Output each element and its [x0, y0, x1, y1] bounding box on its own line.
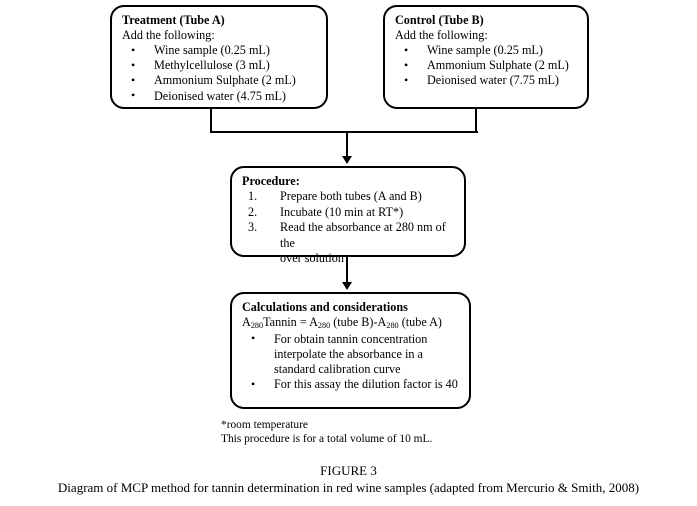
- connector-junction-bar: [210, 131, 478, 134]
- process-box-control: Control (Tube B) Add the following: Wine…: [383, 5, 589, 109]
- list-item: Wine sample (0.25 mL): [395, 42, 579, 58]
- procedure-box-title: Procedure:: [242, 174, 300, 188]
- procedure-step-list: 1. Prepare both tubes (A and B) 2. Incub…: [242, 189, 456, 251]
- step-number: 1.: [248, 189, 258, 203]
- step-number: 3.: [248, 220, 258, 235]
- process-box-treatment: Treatment (Tube A) Add the following: Wi…: [110, 5, 328, 109]
- tannin-formula: A280Tannin = A280 (tube B)-A280 (tube A): [242, 315, 461, 332]
- list-item: Ammonium Sulphate (2 mL): [122, 73, 318, 88]
- treatment-box-title: Treatment (Tube A): [122, 13, 225, 27]
- formula-term2-symbol: A: [377, 315, 387, 329]
- formula-lead-word: Tannin: [263, 315, 297, 329]
- formula-term2-label: (tube A): [398, 315, 442, 329]
- formula-term1-symbol: A: [309, 315, 318, 329]
- formula-term1-label: (tube B): [330, 315, 374, 329]
- connector-stub-treatment: [210, 108, 213, 133]
- step-text: Read the absorbance at 280 nm of the: [280, 220, 446, 250]
- list-item: Ammonium Sulphate (2 mL): [395, 58, 579, 73]
- process-box-calculations: Calculations and considerations A280Tann…: [230, 292, 471, 409]
- calculations-notes-list: For obtain tannin concentration interpol…: [242, 331, 461, 393]
- footnote-total-volume: This procedure is for a total volume of …: [221, 433, 433, 446]
- footnote-room-temperature: *room temperature: [221, 419, 308, 431]
- arrow-to-procedure-shaft: [346, 131, 349, 158]
- list-item: Wine sample (0.25 mL): [122, 42, 318, 58]
- formula-term2-subscript: 280: [386, 321, 399, 331]
- formula-lead-subscript: 280: [250, 321, 264, 331]
- step-number: 2.: [248, 204, 258, 219]
- list-item: For obtain tannin concentration: [242, 331, 461, 347]
- list-item: 1. Prepare both tubes (A and B): [242, 189, 456, 205]
- list-item-continuation: standard calibration curve: [274, 361, 401, 376]
- arrow-to-procedure-head-icon: [342, 156, 353, 164]
- arrow-to-calculations-shaft: [346, 257, 349, 283]
- figure-caption-block: FIGURE 3 Diagram of MCP method for tanni…: [0, 462, 697, 497]
- list-item: 3. Read the absorbance at 280 nm of the: [242, 220, 456, 251]
- formula-lead-symbol: A: [242, 315, 251, 329]
- procedure-step3-continuation: over solution: [280, 251, 344, 266]
- list-item: 2. Incubate (10 min at RT*): [242, 205, 456, 221]
- connector-stub-control: [475, 108, 478, 133]
- list-item: Deionised water (4.75 mL): [122, 88, 318, 104]
- figure-caption-text: Diagram of MCP method for tannin determi…: [57, 480, 640, 495]
- treatment-box-subtitle: Add the following:: [122, 28, 215, 42]
- formula-equals: =: [296, 315, 310, 329]
- calculations-box-title: Calculations and considerations: [242, 300, 408, 314]
- footnotes-block: *room temperature This procedure is for …: [221, 418, 432, 446]
- list-item: For this assay the dilution factor is 40: [242, 377, 461, 392]
- control-box-title: Control (Tube B): [395, 13, 484, 27]
- formula-term1-subscript: 280: [317, 321, 331, 331]
- figure-label: FIGURE 3: [320, 463, 377, 478]
- list-item-continuation: interpolate the absorbance in a: [274, 346, 423, 361]
- formula-minus: -: [373, 315, 378, 329]
- list-item: Deionised water (7.75 mL): [395, 73, 579, 88]
- treatment-ingredient-list: Wine sample (0.25 mL) Methylcellulose (3…: [122, 42, 318, 104]
- control-box-subtitle: Add the following:: [395, 28, 488, 42]
- arrow-to-calculations-head-icon: [342, 282, 353, 290]
- list-item: Methylcellulose (3 mL): [122, 58, 318, 73]
- step-text: Prepare both tubes (A and B): [280, 189, 422, 203]
- step-text: Incubate (10 min at RT*): [280, 204, 404, 219]
- process-box-procedure: Procedure: 1. Prepare both tubes (A and …: [230, 166, 466, 265]
- control-ingredient-list: Wine sample (0.25 mL) Ammonium Sulphate …: [395, 42, 579, 89]
